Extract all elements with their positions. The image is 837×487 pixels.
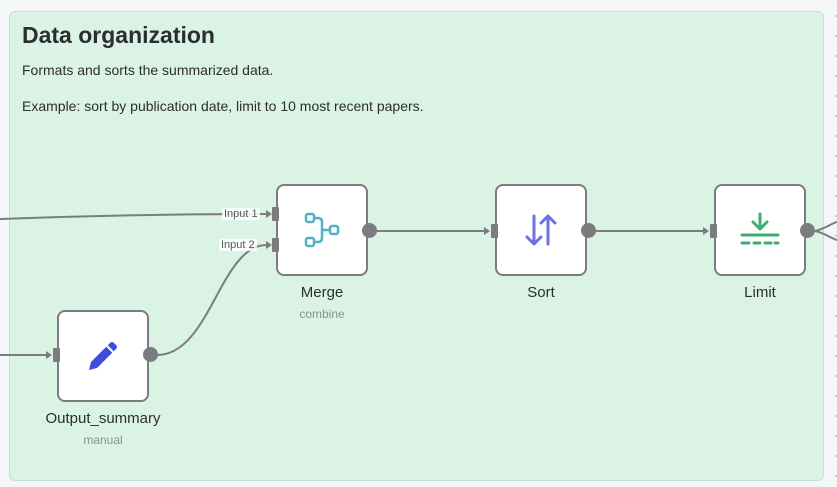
connection-limit-outgoing (814, 221, 837, 232)
output-summary-node-label: Output_summary (45, 410, 161, 427)
merge-node-label: Merge (300, 284, 344, 301)
merge-input1-port[interactable] (272, 207, 279, 221)
merge-output-port[interactable] (362, 223, 377, 238)
sort-arrows-icon (521, 210, 561, 250)
merge-node[interactable] (276, 184, 368, 276)
merge-node-subtitle: combine (299, 307, 345, 321)
output-summary-output-port[interactable] (143, 347, 158, 362)
limit-output-port[interactable] (800, 223, 815, 238)
merge-input1-label: Input 1 (222, 208, 260, 220)
arrow-sort-input (484, 227, 490, 235)
sort-output-port[interactable] (581, 223, 596, 238)
arrow-output-summary-input (46, 351, 52, 359)
sort-node-label: Sort (527, 284, 555, 301)
connection-limit-outgoing-2 (814, 230, 837, 241)
arrow-merge-input2 (266, 241, 272, 249)
sticky-note-example: Example: sort by publication date, limit… (22, 98, 424, 114)
limit-input-port[interactable] (710, 224, 717, 238)
limit-node-label: Limit (744, 284, 776, 301)
limit-download-icon (738, 210, 782, 250)
limit-node[interactable] (714, 184, 806, 276)
merge-icon (302, 210, 342, 250)
output-summary-node-subtitle: manual (83, 433, 123, 447)
sticky-note-title: Data organization (22, 22, 215, 48)
sticky-note-description: Formats and sorts the summarized data. (22, 62, 274, 78)
arrow-limit-input (703, 227, 709, 235)
sort-node[interactable] (495, 184, 587, 276)
pencil-icon (83, 336, 123, 376)
merge-input2-label: Input 2 (219, 239, 257, 251)
output-summary-input-port[interactable] (53, 348, 60, 362)
sticky-note[interactable]: Data organization Formats and sorts the … (9, 11, 824, 481)
sort-input-port[interactable] (491, 224, 498, 238)
merge-input2-port[interactable] (272, 238, 279, 252)
output-summary-node[interactable] (57, 310, 149, 402)
arrow-merge-input1 (266, 210, 272, 218)
